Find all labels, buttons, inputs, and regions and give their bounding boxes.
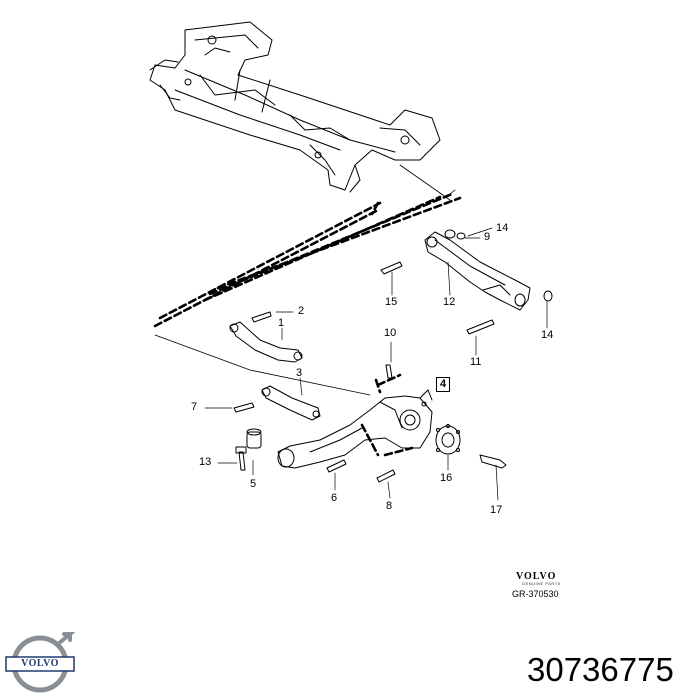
callout-8: 8 bbox=[386, 500, 393, 512]
callout-16: 16 bbox=[440, 472, 453, 484]
part-7-bolt bbox=[233, 402, 255, 413]
callout-3: 3 bbox=[296, 367, 303, 379]
callout-9: 9 bbox=[484, 231, 491, 243]
callout-14-right: 14 bbox=[541, 329, 554, 341]
leader-lines bbox=[204, 227, 548, 501]
part-15-bolt bbox=[380, 261, 403, 275]
part-9-bushing bbox=[444, 229, 466, 240]
part-14-bushing bbox=[543, 290, 553, 302]
knuckle-trailing-arm bbox=[277, 389, 433, 469]
part-6-bolt bbox=[326, 459, 347, 473]
callout-4: 4 bbox=[436, 377, 451, 392]
callout-15: 15 bbox=[385, 296, 398, 308]
part-8-bolt bbox=[376, 469, 396, 483]
part-1-upper-link bbox=[229, 321, 303, 363]
callout-12: 12 bbox=[443, 296, 456, 308]
callout-17: 17 bbox=[490, 504, 503, 516]
volvo-logo-icon bbox=[5, 632, 76, 693]
rear-subframe bbox=[149, 21, 441, 193]
part-17-sensor bbox=[479, 454, 507, 469]
callout-11: 11 bbox=[470, 356, 482, 368]
callout-13: 13 bbox=[199, 456, 212, 468]
dashed-guide-lines bbox=[153, 192, 462, 457]
part-2-bolt bbox=[251, 311, 272, 323]
callout-10: 10 bbox=[384, 327, 397, 339]
drawing-code: GR-370530 bbox=[512, 589, 559, 599]
part-11-bolt bbox=[466, 319, 495, 335]
part-10-bolt bbox=[385, 364, 393, 379]
callout-2: 2 bbox=[298, 305, 305, 317]
thin-guide-lines bbox=[154, 164, 456, 396]
callout-5: 5 bbox=[250, 478, 257, 490]
logo-wordmark: VOLVO bbox=[21, 658, 59, 669]
part-5-bushing bbox=[246, 428, 262, 449]
callout-1: 1 bbox=[278, 317, 285, 329]
part-13-bolt bbox=[235, 446, 247, 471]
brand-wordmark: VOLVO bbox=[516, 571, 557, 582]
part-16-hub bbox=[435, 424, 461, 455]
brand-subline: GENUINE PARTS bbox=[522, 581, 561, 586]
callout-6: 6 bbox=[331, 492, 338, 504]
part-number: 30736775 bbox=[527, 651, 674, 688]
callout-7: 7 bbox=[191, 401, 198, 413]
callout-14-top: 14 bbox=[496, 222, 509, 234]
part-3-link bbox=[261, 385, 321, 421]
part-12-control-arm bbox=[424, 231, 531, 311]
